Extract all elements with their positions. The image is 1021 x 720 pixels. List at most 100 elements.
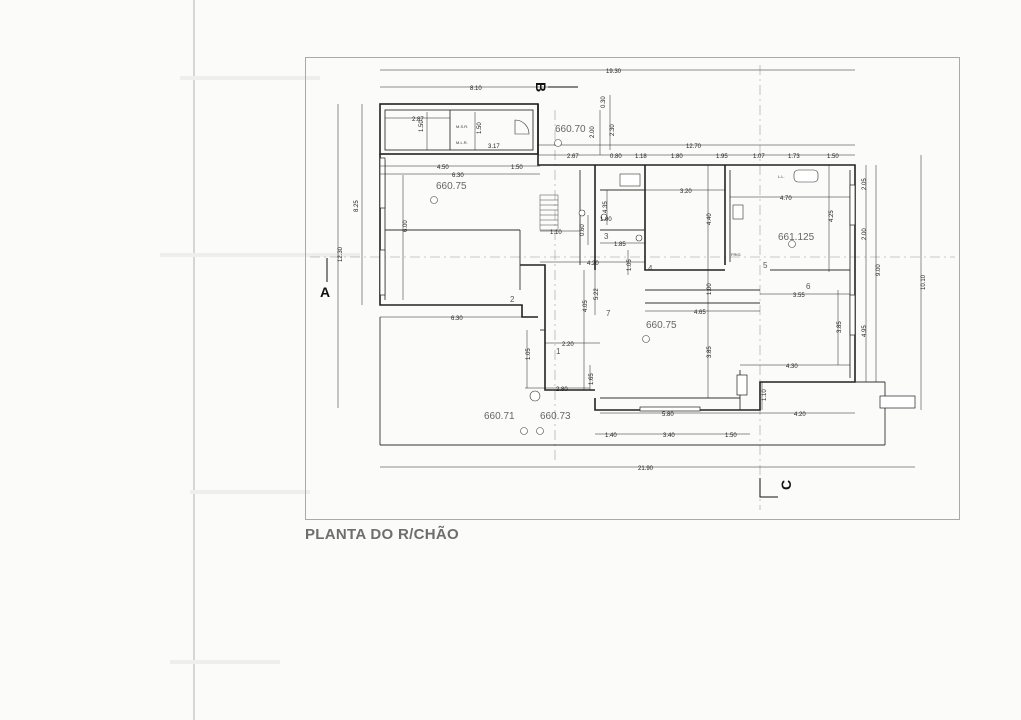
mlr-label: M.L.R. xyxy=(456,140,468,145)
dimension-label: 4.70 xyxy=(780,196,792,202)
dimension-label: 1.50 xyxy=(419,120,425,132)
drawing-title: PLANTA DO R/CHÃO xyxy=(305,526,459,543)
section-marker-b: B xyxy=(533,82,549,92)
dimension-label: 4.05 xyxy=(583,300,589,312)
dimension-label: 6.30 xyxy=(451,316,463,322)
dimension-label: 0.30 xyxy=(601,96,607,108)
page-fold-edge xyxy=(193,0,195,720)
room-number: 7 xyxy=(606,309,611,318)
dimension-label: 1.07 xyxy=(753,154,765,160)
section-markers: A B C xyxy=(320,82,794,498)
dimension-label: 2.00 xyxy=(862,228,868,240)
dimension-label: 3.17 xyxy=(488,144,500,150)
dimension-label: 3.20 xyxy=(680,189,692,195)
section-marker-c: C xyxy=(778,480,794,490)
dimension-label: 1.40 xyxy=(605,433,617,439)
elevation-label: 660.73 xyxy=(540,411,571,422)
drawing-frame xyxy=(305,57,960,520)
dimension-label: 1.50 xyxy=(477,122,483,134)
room-numbers: 1 2 3 4 5 6 7 xyxy=(510,232,811,356)
faded-text-line xyxy=(190,490,310,494)
dimension-label: 4.30 xyxy=(786,364,798,370)
fridge-label: FRIG xyxy=(731,252,741,257)
door-swing-icon xyxy=(514,119,530,135)
elevation-label: 660.71 xyxy=(484,411,515,422)
dimension-label: 1.95 xyxy=(716,154,728,160)
dimension-label: 4.25 xyxy=(829,210,835,222)
bathtub-icon xyxy=(793,169,819,183)
dimension-label: 2.30 xyxy=(610,124,616,136)
dimension-label: 4.35 xyxy=(603,201,609,213)
dimension-label: 3.55 xyxy=(793,293,805,299)
dimension-label: 8.10 xyxy=(470,86,482,92)
faded-text-line xyxy=(180,76,320,80)
dimension-label: 4.20 xyxy=(794,412,806,418)
dimension-label: 9.00 xyxy=(876,264,882,276)
room-number: 2 xyxy=(510,295,515,304)
shower-icon xyxy=(619,173,641,187)
faded-text-line xyxy=(170,660,280,664)
room-number: 3 xyxy=(604,232,609,241)
elevation-label: 661.125 xyxy=(778,232,815,243)
dimension-label: 0.60 xyxy=(580,224,586,236)
fixture-labels: FRIG L.L. M.S.R. M.L.R. xyxy=(456,124,785,257)
dimension-label: 4.40 xyxy=(707,213,713,225)
dimension-label: 8.25 xyxy=(354,200,360,212)
dimension-label: 3.85 xyxy=(837,321,843,333)
dimension-label: 1.10 xyxy=(550,230,562,236)
stove-icon xyxy=(732,204,744,220)
dimension-label: 6.00 xyxy=(403,220,409,232)
level-marker-icon xyxy=(520,427,528,435)
staircase xyxy=(539,194,559,231)
dimension-label: 2.87 xyxy=(412,117,424,123)
dimension-label: 4.65 xyxy=(694,310,706,316)
vertical-dimension-lines xyxy=(337,95,922,410)
dimension-label: 5.80 xyxy=(662,412,674,418)
dimension-label: 2.00 xyxy=(590,126,596,138)
level-marker-icon xyxy=(788,240,796,248)
dimension-label: 12.30 xyxy=(338,246,344,262)
room-number: 1 xyxy=(556,347,561,356)
center-lines xyxy=(310,65,955,510)
elevation-label: 660.75 xyxy=(646,320,677,331)
dimension-label: 3.40 xyxy=(663,433,675,439)
dimension-label: 4.50 xyxy=(437,165,449,171)
dimension-label: 1.65 xyxy=(589,373,595,385)
dimension-label: 1.00 xyxy=(707,283,713,295)
toilet-icon xyxy=(578,209,586,217)
level-marker-icon xyxy=(536,427,544,435)
dimension-label: 2.20 xyxy=(562,342,574,348)
windows xyxy=(379,157,916,412)
sink-icon xyxy=(635,234,643,242)
horizontal-dimension-labels: 19.30 8.10 2.87 3.17 12.70 2.67 0.80 1.1… xyxy=(412,69,839,472)
dimension-label: 19.30 xyxy=(606,69,622,75)
level-marker-icon xyxy=(554,139,562,147)
dimension-label: 2.05 xyxy=(862,178,868,190)
dimension-label: 1.18 xyxy=(635,154,647,160)
dimension-label: 1.05 xyxy=(627,259,633,271)
column-icon xyxy=(529,390,541,402)
dimension-label: 1.50 xyxy=(725,433,737,439)
dimension-label: 1.80 xyxy=(671,154,683,160)
dimension-label: 1.85 xyxy=(614,242,626,248)
fixtures xyxy=(529,169,819,402)
level-marker-icon xyxy=(430,196,438,204)
dimension-label: 1.10 xyxy=(762,389,768,401)
dimension-label: 12.70 xyxy=(686,144,702,150)
room-number: 5 xyxy=(763,261,768,270)
dimension-label: 1.73 xyxy=(788,154,800,160)
dimension-label: 6.30 xyxy=(452,173,464,179)
dimension-label: 1.00 xyxy=(600,217,612,223)
vertical-dimension-labels: 12.30 8.25 0.30 2.30 2.00 1.50 1.50 6.00… xyxy=(338,96,927,401)
horizontal-dimension-lines xyxy=(380,69,915,468)
dimension-label: 1.50 xyxy=(511,165,523,171)
dimension-label: 0.80 xyxy=(610,154,622,160)
inner-walls xyxy=(379,109,886,446)
section-marker-a: A xyxy=(320,284,330,300)
laundry-label: L.L. xyxy=(778,174,785,179)
dimension-label: 1.50 xyxy=(827,154,839,160)
elevation-label: 660.75 xyxy=(436,181,467,192)
dimension-label: 1.05 xyxy=(526,348,532,360)
elevation-markers: 660.70 660.75 661.125 660.75 660.71 660.… xyxy=(430,124,815,435)
